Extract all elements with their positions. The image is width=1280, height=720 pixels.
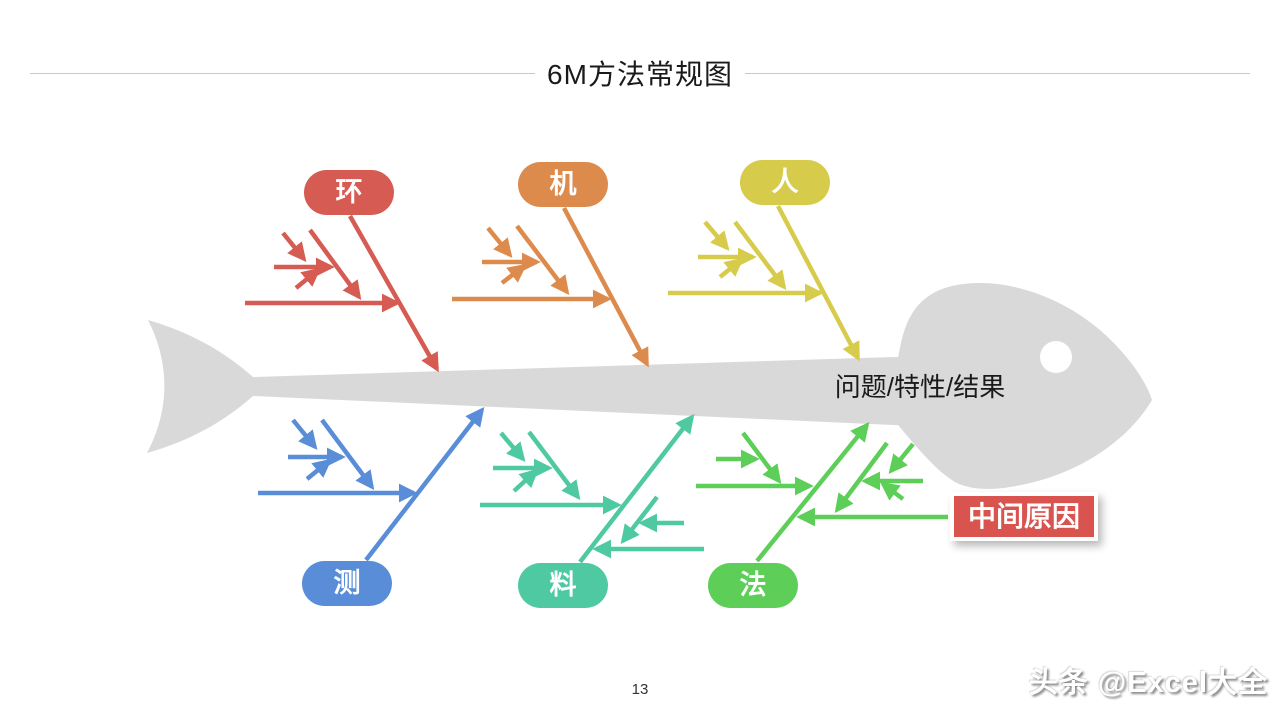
sub-bone [294, 267, 321, 290]
bones-machine [452, 206, 649, 368]
sub-bone [879, 481, 905, 501]
sub-bone [703, 220, 730, 251]
main-bone [364, 407, 485, 562]
sub-bone [281, 231, 307, 262]
bones-measurement [258, 407, 485, 562]
sub-bone [291, 418, 318, 450]
fish-tail [147, 320, 253, 453]
main-bone [562, 206, 649, 368]
page-title: 6M方法常规图 [547, 59, 733, 90]
pill-man: 人 [740, 160, 830, 205]
title-rule-right [744, 72, 1250, 74]
fish-eye [1040, 341, 1072, 373]
sub-bone [512, 468, 539, 493]
pill-machine: 机 [518, 162, 608, 207]
sub-bone [718, 257, 744, 279]
main-bone [776, 204, 860, 362]
spine-label: 问题/特性/结果 [835, 372, 1005, 402]
title-rule-left [30, 72, 536, 74]
watermark: 头条 @Excel大全 [1028, 667, 1268, 699]
slide-title-row: 6M方法常规图 [30, 56, 1250, 90]
sub-bone [741, 431, 782, 485]
sub-bone [888, 442, 915, 474]
fish-spine [253, 355, 960, 428]
sub-bone [500, 263, 527, 285]
main-bone [348, 214, 439, 373]
sub-bone [305, 458, 332, 481]
pill-environment: 环 [304, 170, 394, 215]
pill-material: 料 [518, 563, 608, 608]
pill-measurement: 测 [302, 561, 392, 606]
sub-bone [733, 220, 787, 291]
bones-method [696, 422, 948, 563]
sub-bone [320, 418, 375, 491]
main-bone [578, 414, 695, 564]
bones-man [668, 204, 860, 362]
fish-body [147, 283, 1152, 489]
fish-head [898, 283, 1152, 489]
page-number: 13 [631, 681, 649, 698]
bones-environment [245, 214, 439, 373]
intermediate-cause-badge: 中间原因 [950, 492, 1098, 541]
sub-bone [308, 228, 362, 301]
sub-bone [486, 226, 513, 258]
sub-bone [527, 430, 581, 501]
pill-method: 法 [708, 563, 798, 608]
sub-bone [499, 431, 526, 462]
sub-bone [620, 495, 659, 544]
sub-bone [515, 224, 570, 296]
bones-material [480, 414, 704, 564]
